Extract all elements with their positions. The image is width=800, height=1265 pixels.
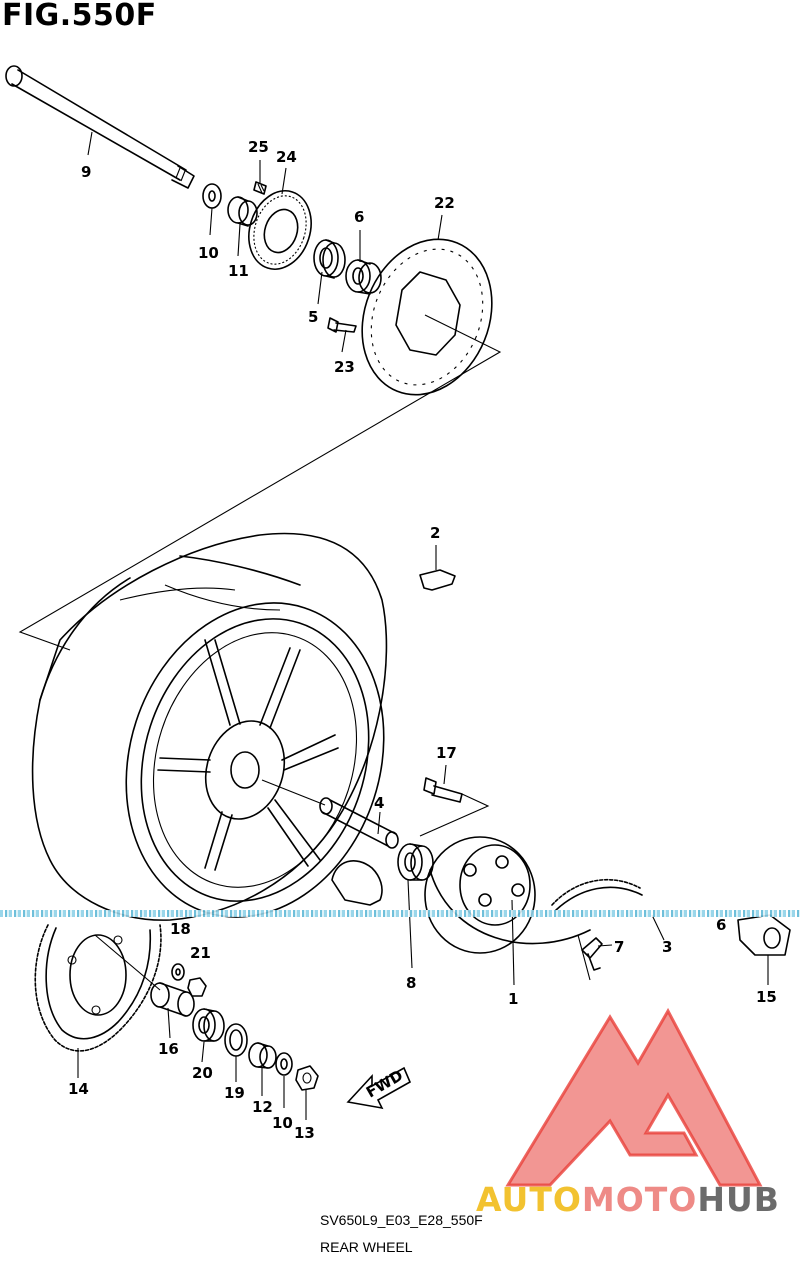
callout-24: 24 [276,148,297,166]
nut-part-13 [295,1065,319,1091]
brake-disc-part-22 [361,238,493,396]
watermark-auto: AUTO [476,1180,582,1219]
callout-8: 8 [406,974,416,992]
callout-21: 21 [190,944,211,962]
sprocket-part-14 [34,924,162,1052]
spacer-part-16 [150,982,195,1017]
callout-22: 22 [434,194,455,212]
part-15 [737,914,791,956]
callout-1: 1 [508,990,518,1008]
oil-seal-part-5 [313,239,346,279]
callout-25: 25 [248,138,269,156]
nut-part-21 [187,977,207,997]
callout-6b: 6 [716,916,726,934]
callout-18: 18 [170,920,191,938]
sprocket-drum-part-1 [424,836,591,954]
sensor-rotor-part-24 [248,190,312,270]
clip-part-2 [419,569,456,591]
bearing-part-20 [192,1008,225,1042]
seal-part-19 [224,1023,248,1057]
scan-artifact-line [0,910,800,917]
callout-14: 14 [68,1080,89,1098]
automotohub-logo-icon [505,1007,763,1187]
callout-9: 9 [81,163,91,181]
callout-16: 16 [158,1040,179,1058]
watermark-moto: MOTO [581,1180,698,1219]
callout-19: 19 [224,1084,245,1102]
callout-labels: 9 10 11 25 24 6 5 23 22 2 17 4 18 21 8 1… [68,138,777,1142]
callout-15: 15 [756,988,777,1006]
callout-2: 2 [430,524,440,542]
diagram-caption: REAR WHEEL [320,1239,413,1255]
model-code: SV650L9_E03_E28_550F [320,1212,483,1228]
washer-part-10b [275,1052,293,1076]
washer-part-18 [171,963,185,981]
damper-piece [331,860,383,906]
callout-13: 13 [294,1124,315,1142]
bearing-part-8 [397,843,434,881]
callout-11: 11 [228,262,249,280]
axle-part-9 [5,65,195,189]
bearing-part-6 [345,259,382,295]
callout-6: 6 [354,208,364,226]
callout-5: 5 [308,308,318,326]
rear-wheel-assembly [31,532,388,921]
callout-7: 7 [614,938,624,956]
rear-sprocket-edge [551,878,643,911]
valve-part-7 [577,934,603,981]
collar-part-11 [227,196,258,227]
spacer-part-4 [319,797,399,849]
callout-4: 4 [374,794,384,812]
bolt-part-25 [253,181,267,195]
callout-10b: 10 [272,1114,293,1132]
washer-part-10 [202,183,222,209]
leader-lines [77,131,769,1120]
callout-17: 17 [436,744,457,762]
bolt-part-23 [327,317,357,333]
figure-title: FIG.550F [2,0,157,33]
callout-20: 20 [192,1064,213,1082]
callout-3: 3 [662,938,672,956]
callout-12: 12 [252,1098,273,1116]
callout-23: 23 [334,358,355,376]
watermark-hub: HUB [697,1180,780,1219]
bolt-part-17 [419,777,490,837]
callout-10: 10 [198,244,219,262]
collar-part-12 [248,1042,277,1069]
fwd-arrow-icon: FWD [346,1066,412,1110]
watermark-text: AUTOMOTOHUB [476,1180,780,1220]
